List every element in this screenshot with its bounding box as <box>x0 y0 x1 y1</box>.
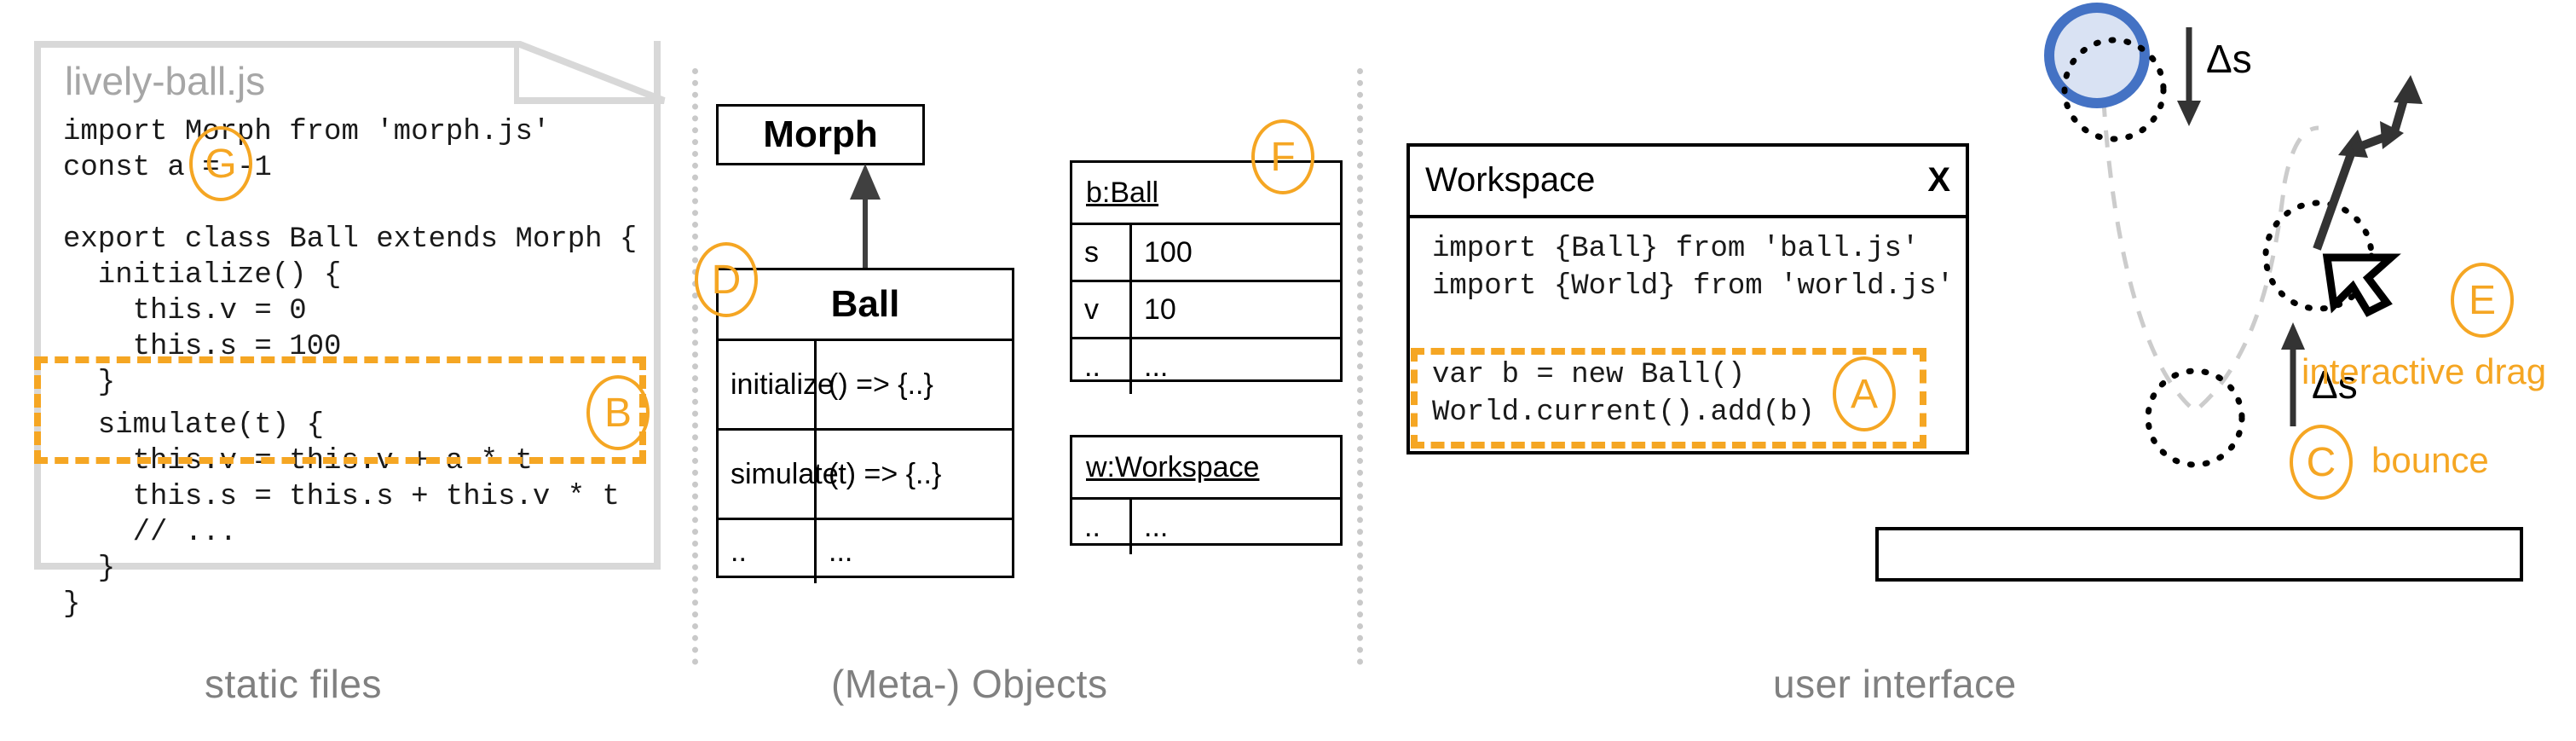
column-caption-meta-objects: (Meta-) Objects <box>831 662 1108 706</box>
object-card-w-workspace: w:Workspace .. ... <box>1070 435 1343 554</box>
marker-bubble-d: D <box>695 242 758 317</box>
uml-member-name: initialize <box>719 341 834 428</box>
marker-bubble-c: C <box>2290 425 2353 500</box>
delta-s-top-label: Δs <box>2206 37 2252 81</box>
highlight-box-workspace-selection <box>1411 348 1926 449</box>
delta-s-bottom-label: Δs <box>2312 362 2358 407</box>
marker-bubble-e: E <box>2451 263 2514 338</box>
divider-left <box>692 68 698 665</box>
column-caption-static-files: static files <box>205 662 382 706</box>
workspace-code-highlight[interactable]: var b = new Ball() World.current().add(b… <box>1432 359 1815 429</box>
uml-class-ball-row: simulate (t) => {..} <box>719 428 1012 518</box>
workspace-title: Workspace <box>1425 160 1596 199</box>
workspace-titlebar[interactable]: Workspace X <box>1410 147 1966 218</box>
object-card-title: b:Ball <box>1086 176 1159 209</box>
object-field-key: .. <box>1072 339 1132 394</box>
uml-member-signature: ... <box>829 535 853 568</box>
uml-class-ball-row: .. ... <box>719 518 1012 583</box>
object-card-row: .. ... <box>1072 497 1340 554</box>
file-code-bottom: // ... } } <box>63 517 238 621</box>
workspace-code-top[interactable]: import {Ball} from 'ball.js' import {Wor… <box>1432 233 1955 303</box>
object-card-row: s 100 <box>1072 223 1340 280</box>
object-field-key: s <box>1072 225 1132 280</box>
uml-class-ball-name: Ball <box>830 283 900 325</box>
file-code-highlight: simulate(t) { this.v = this.v + a * t th… <box>97 409 620 513</box>
file-name-label: lively-ball.js <box>65 59 266 103</box>
object-card-b-ball: b:Ball s 100 v 10 .. ... <box>1070 160 1343 394</box>
object-card-row: v 10 <box>1072 280 1340 337</box>
divider-right <box>1357 68 1363 665</box>
object-field-value: ... <box>1144 510 1169 543</box>
object-field-value: 10 <box>1144 292 1176 326</box>
object-card-row: .. ... <box>1072 337 1340 394</box>
uml-class-morph: Morph <box>716 104 925 165</box>
marker-bubble-f: F <box>1251 119 1314 194</box>
file-sheet-fold-icon <box>514 41 666 104</box>
uml-class-morph-name: Morph <box>763 113 878 155</box>
file-sheet-top-edge <box>34 41 516 48</box>
close-icon[interactable]: X <box>1927 160 1950 199</box>
ball-simulation-scene <box>1875 0 2576 597</box>
object-field-value: ... <box>1144 350 1169 383</box>
marker-bubble-g: G <box>189 126 252 201</box>
marker-bubble-b: B <box>586 375 650 450</box>
uml-member-signature: (t) => {..} <box>829 457 942 490</box>
object-card-title: w:Workspace <box>1086 450 1260 483</box>
object-field-key: v <box>1072 282 1132 337</box>
inheritance-arrow-icon <box>840 162 891 269</box>
uml-class-ball: Ball initialize () => {..} simulate (t) … <box>716 268 1014 583</box>
workspace-window[interactable]: Workspace X import {Ball} from 'ball.js'… <box>1406 143 1969 454</box>
marker-bubble-a: A <box>1833 356 1896 431</box>
file-sheet-body <box>34 41 661 570</box>
highlight-box-simulate <box>34 356 646 464</box>
column-caption-user-interface: user interface <box>1773 662 2017 706</box>
file-sheet: lively-ball.js import Morph from 'morph.… <box>34 41 666 621</box>
uml-class-ball-row: initialize () => {..} <box>719 339 1012 428</box>
object-field-key: .. <box>1072 500 1132 554</box>
uml-member-name: simulate <box>719 431 839 518</box>
object-field-value: 100 <box>1144 235 1193 269</box>
uml-member-signature: () => {..} <box>829 368 933 401</box>
floor-platform <box>1875 527 2523 582</box>
uml-member-name: .. <box>719 520 817 583</box>
interactive-drag-label: interactive drag <box>2302 351 2547 391</box>
bounce-label: bounce <box>2371 440 2489 480</box>
